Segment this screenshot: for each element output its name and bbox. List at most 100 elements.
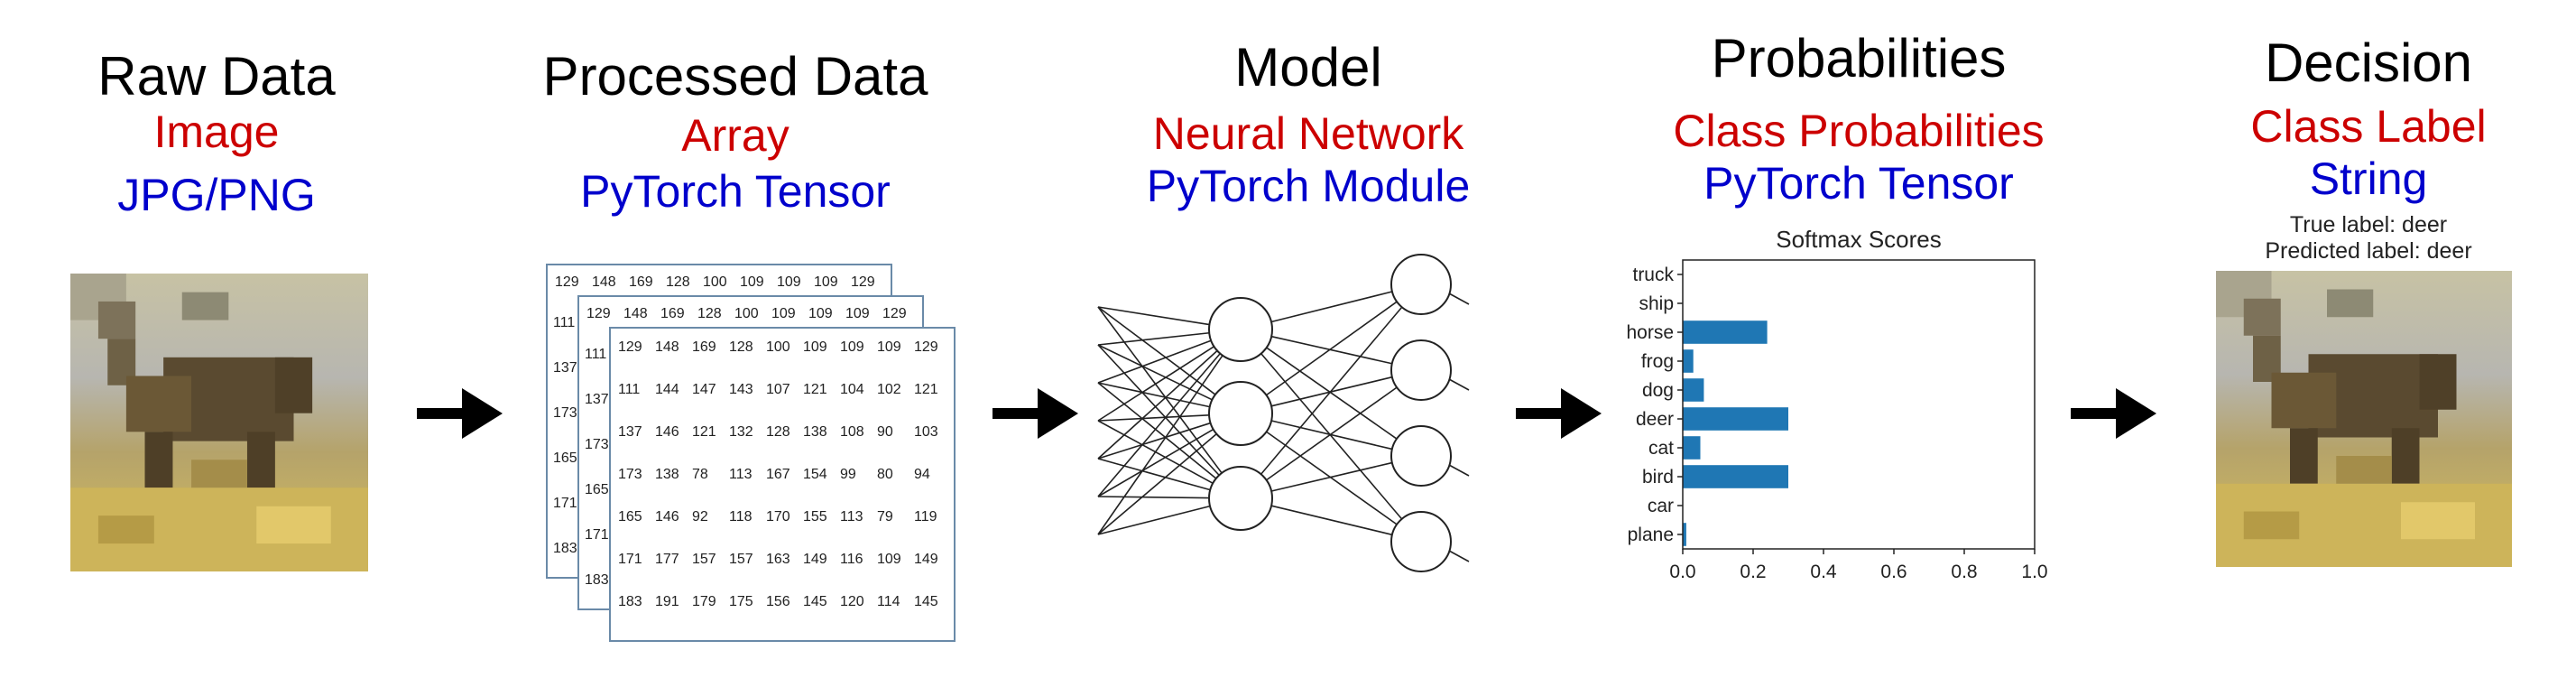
tensor-cell: 157 [692,552,716,567]
tensor-cell: 170 [766,509,790,525]
tensor-cell: 148 [592,274,616,290]
nn-edge [1448,378,1470,391]
tensor-cell: 80 [877,467,893,482]
tensor-cell: 109 [840,339,864,355]
tensor-cell: 100 [703,274,727,290]
nn-edge [1097,306,1223,474]
nn-edge [1266,347,1398,440]
tensor-cell: 144 [655,382,679,397]
arrow-right-icon [417,388,503,439]
tensor-cell: 109 [877,339,901,355]
bar-frog [1683,349,1694,373]
nn-edge [1270,376,1393,407]
nn-edge [1097,339,1212,384]
tensor-cell: 128 [729,339,753,355]
tensor-cell: 137 [618,424,642,440]
nn-edge [1270,335,1392,365]
tensor-cell: 155 [803,509,827,525]
y-tick-label: frog [1641,351,1674,372]
stage-line1: Array [681,110,789,161]
tensor-cell: 146 [655,509,679,525]
y-tick-label: bird [1642,467,1674,488]
tensor-cell: 109 [845,306,870,321]
nn-edge [1448,293,1470,305]
tensor-cell: 137 [553,360,577,376]
tensor-cell: 100 [734,306,759,321]
nn-edge [1097,306,1210,326]
nn-edge [1097,433,1217,535]
tensor-cell: 94 [914,467,930,482]
bar-bird [1683,465,1788,488]
stage-line2: String [2309,153,2428,204]
tensor-cell: 102 [877,382,901,397]
tensor-cell: 129 [914,339,938,355]
tensor-cell: 183 [618,594,642,609]
nn-edge [1097,496,1210,499]
tensor-cell: 129 [555,274,579,290]
x-tick-label: 0.0 [1669,562,1695,582]
x-tick-label: 0.6 [1880,562,1907,582]
stage-line2: JPG/PNG [117,170,316,220]
nn-edge [1260,306,1403,475]
nn-edge [1266,431,1398,525]
tensor-cell: 167 [766,467,790,482]
tensor-cell: 118 [729,509,752,525]
nn-edge [1097,382,1217,479]
nn-edge [1097,505,1211,535]
stage-line1: Neural Network [1152,108,1464,159]
nn-output-node [1390,339,1452,401]
tensor-cell: 179 [692,594,716,609]
tensor-cell: 119 [914,509,937,525]
y-tick-label: cat [1648,438,1674,459]
tensor-cell: 109 [740,274,764,290]
tensor-cell: 183 [553,541,577,556]
tensor-cell: 171 [553,496,577,511]
bar-cat [1683,436,1701,460]
tensor-side-labels [546,264,618,625]
neural-network-diagram [1097,254,1470,572]
y-tick-label: truck [1632,265,1674,285]
tensor-cell: 108 [840,424,864,440]
stage-model: Model Neural Network PyTorch Module [1128,36,1489,209]
tensor-cell: 165 [553,450,577,466]
tensor-cell: 148 [623,306,648,321]
nn-edge [1270,505,1393,536]
softmax-chart: Softmax Scoresplanecarbirdcatdeerdogfrog… [1626,226,2047,582]
tensor-cell: 128 [666,274,690,290]
tensor-cell: 113 [729,467,752,482]
y-tick-label: plane [1628,525,1674,545]
nn-edge [1097,422,1211,460]
tensor-cell: 109 [777,274,801,290]
tensor-cell: 169 [692,339,716,355]
bar-deer [1683,407,1788,431]
nn-edge [1270,291,1393,323]
nn-edge [1097,413,1210,422]
tensor-cell: 149 [914,552,938,567]
tensor-cell: 157 [729,552,753,567]
nn-edge [1097,344,1220,476]
nn-edge [1097,349,1218,460]
arrow-right-icon [2071,388,2156,439]
deer-image [2216,271,2512,567]
nn-edge [1270,461,1393,492]
tensor-cell: 165 [585,482,609,497]
tensor-cell: 109 [771,306,796,321]
nn-output-node [1390,511,1452,572]
tensor-cell: 103 [914,424,938,440]
tensor-cell: 173 [618,467,642,482]
nn-edge [1097,331,1210,346]
tensor-cell: 128 [766,424,790,440]
x-tick-label: 0.8 [1951,562,1977,582]
tensor-cell: 109 [877,552,901,567]
tensor-cell: 92 [692,509,708,525]
nn-output-node [1390,254,1452,315]
tensor-cell: 111 [585,347,607,362]
stage-decision: Decision Class Label String True label: … [2202,32,2535,263]
tensor-cell: 78 [692,467,708,482]
tensor-cell: 90 [877,424,893,440]
nn-edge [1097,458,1211,491]
tensor-cell: 156 [766,594,790,609]
tensor-cell: 121 [914,382,938,397]
tensor-cell: 173 [585,437,609,452]
